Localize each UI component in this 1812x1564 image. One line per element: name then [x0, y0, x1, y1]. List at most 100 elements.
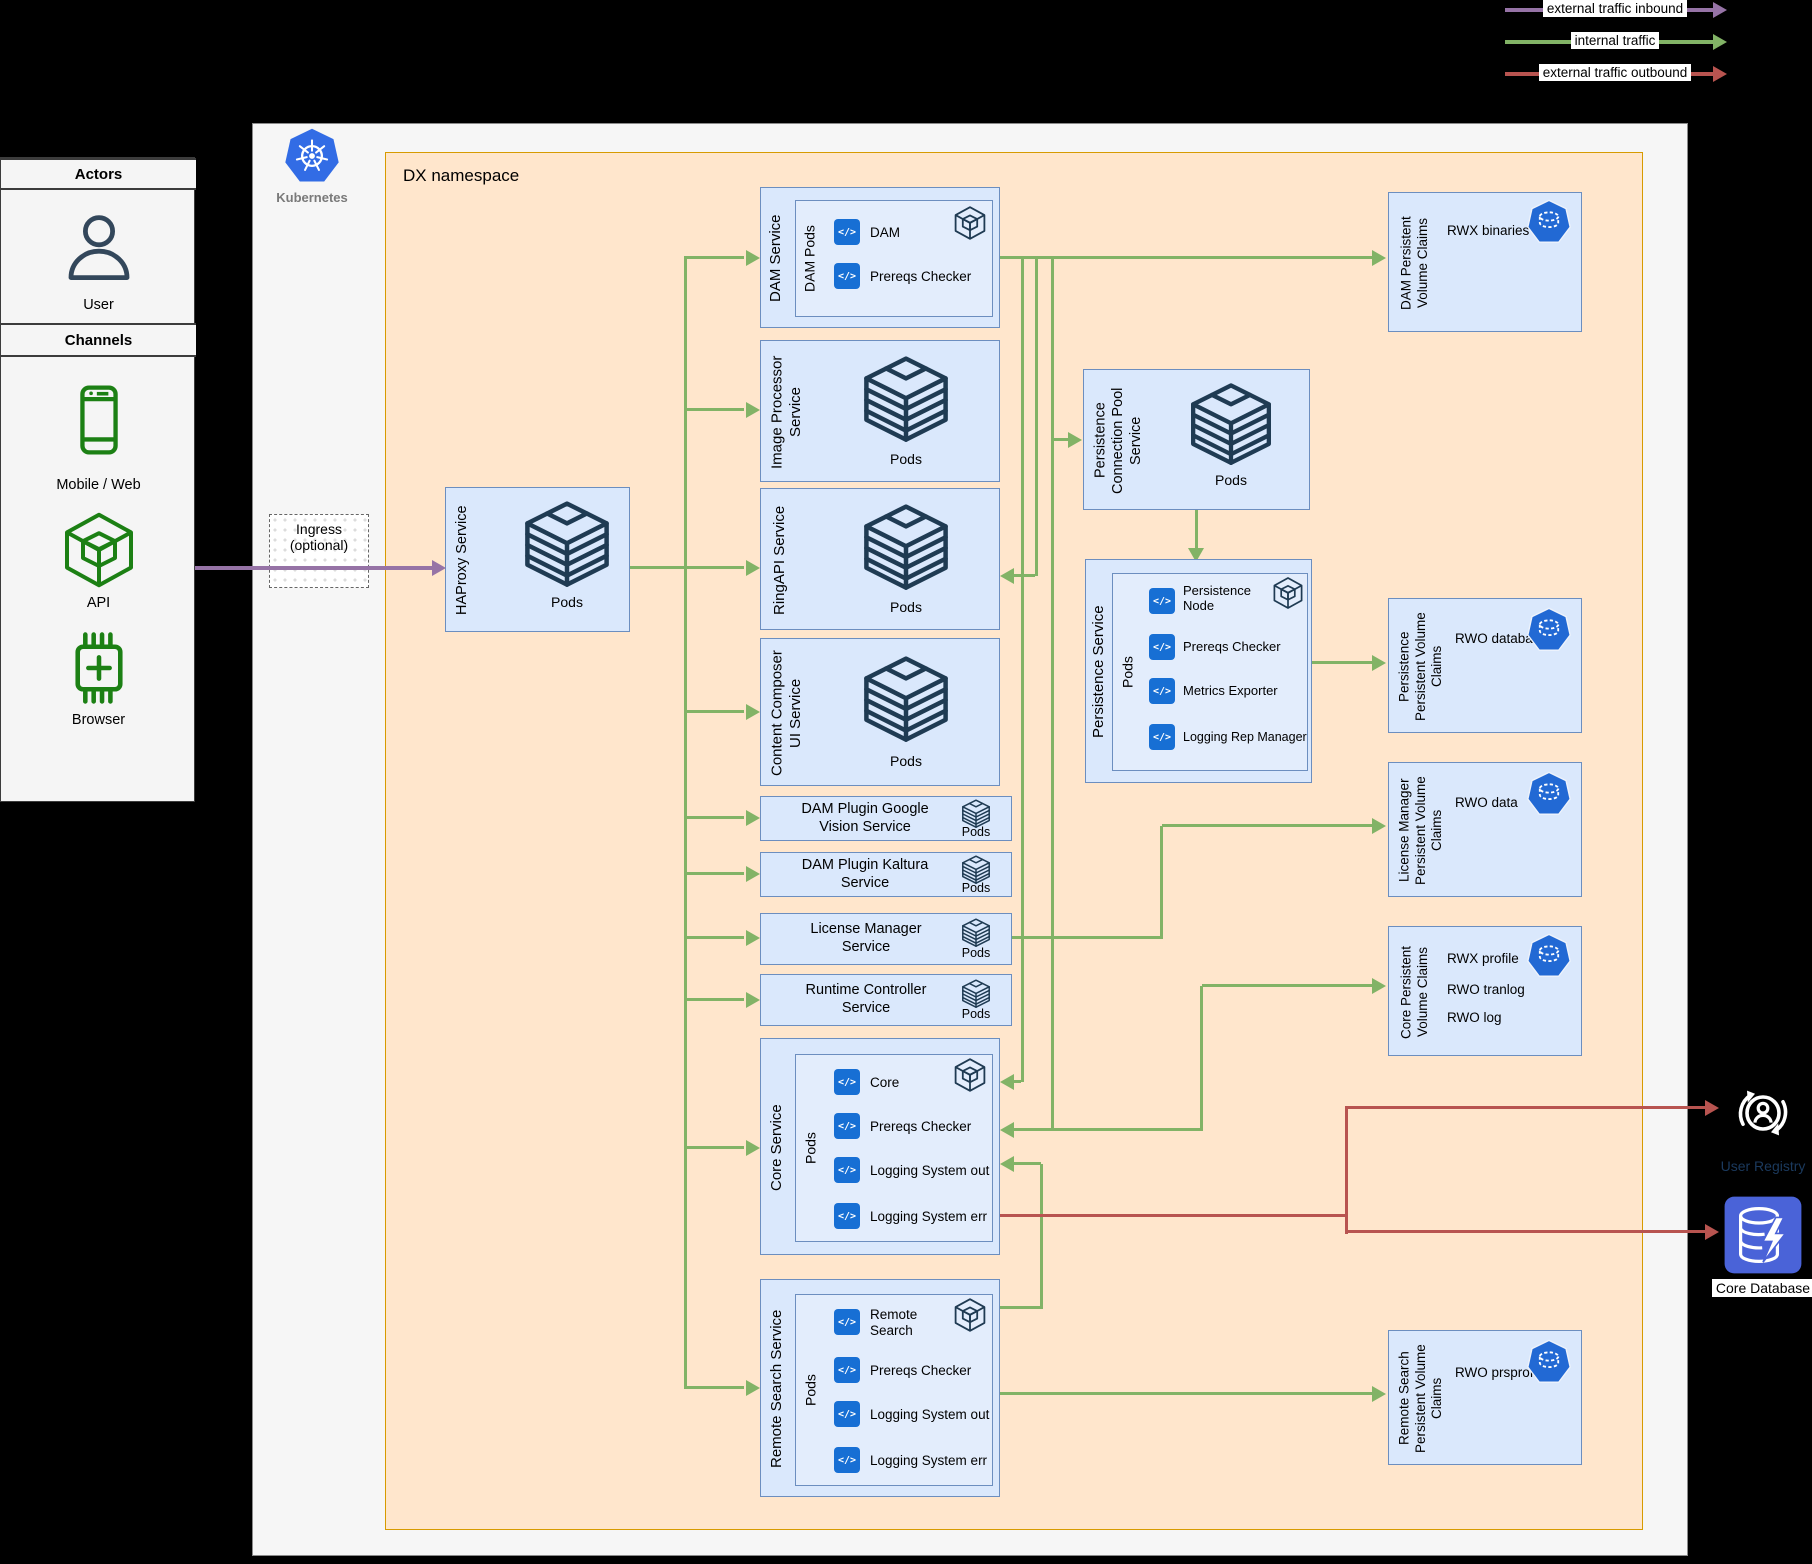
pods-label: Pods [961, 1007, 991, 1021]
channels-header: Channels [1, 323, 196, 357]
prereqs-pod-label: Prereqs Checker [870, 1363, 972, 1378]
pods-label: Pods [1215, 472, 1247, 488]
connector-to-userregistry [1345, 1106, 1707, 1109]
connector-branch-googlevision [684, 816, 744, 819]
ingress-label-line1: Ingress [296, 521, 342, 537]
connector-rs-up [1040, 1164, 1043, 1309]
arrow-core-pvc-icon [1372, 978, 1386, 994]
connector-core-outbound [1000, 1214, 1348, 1217]
runtime-controller-service-box: Runtime Controller Service Pods [760, 974, 1012, 1026]
kubernetes-logo-icon [284, 127, 340, 183]
connector-lm-out [1012, 936, 1162, 939]
pods-cube-icon [962, 918, 990, 947]
code-icon: </> [834, 1203, 860, 1229]
ingress-box: Ingress (optional) [269, 514, 369, 588]
dam-plugin-google-vision-box: DAM Plugin Google Vision Service Pods [760, 796, 1012, 841]
core-database-icon [1723, 1195, 1803, 1275]
connector-branch-dam [684, 256, 744, 259]
arrow-core-in3-icon [1000, 1156, 1014, 1172]
cube-icon [954, 206, 986, 240]
pods-title: Pods [1119, 656, 1136, 688]
arrow-dam-icon [746, 250, 760, 266]
code-icon: </> [834, 219, 860, 245]
arrow-remotesearch-icon [746, 1380, 760, 1396]
connector-lm-to-pvc [1162, 824, 1374, 827]
connector-to-pool [1054, 438, 1070, 441]
connector-to-core-1 [1014, 1080, 1021, 1083]
connector-trunk [684, 256, 687, 1389]
core-service-title: Core Service [767, 1104, 785, 1191]
remote-search-pvc-title: Remote Search Persistent Volume Claims [1396, 1344, 1445, 1453]
plugin-kaltura-title: DAM Plugin Kaltura Service [801, 857, 929, 892]
arrow-coredb-icon [1705, 1224, 1719, 1240]
persistence-pool-box: Persistence Connection Pool Service Pods [1083, 369, 1310, 510]
arrow-googlevision-icon [746, 810, 760, 826]
arrow-userregistry-icon [1705, 1100, 1719, 1116]
claim-label: RWX binaries [1447, 223, 1530, 238]
code-icon: </> [834, 1357, 860, 1383]
arrow-runtime-icon [746, 992, 760, 1008]
code-icon: </> [1149, 678, 1175, 704]
connector-branch-composer [684, 710, 744, 713]
connector-inbound-ingress [195, 566, 433, 570]
legend-label-outbound: external traffic outbound [1505, 64, 1725, 82]
arrow-core-in2-icon [1000, 1122, 1014, 1138]
connector-dam-to-pvc [1000, 256, 1376, 259]
code-icon: </> [834, 1401, 860, 1427]
user-registry-icon [1723, 1073, 1803, 1153]
user-icon [59, 206, 139, 290]
core-pvc-box: Core Persistent Volume Claims RWX profil… [1388, 926, 1582, 1056]
license-manager-pvc-box: License Manager Persistent Volume Claims… [1388, 762, 1582, 897]
code-icon: </> [834, 1157, 860, 1183]
connector-rs-to-core [1012, 1162, 1041, 1165]
persistence-pool-title: Persistence Connection Pool Service [1092, 387, 1144, 494]
core-pvc-title: Core Persistent Volume Claims [1398, 945, 1430, 1039]
persistent-volume-icon [1526, 1339, 1572, 1384]
legend-arrow-internal-icon [1713, 34, 1727, 50]
core-service-box: Core Service Pods </> Core </> Prereqs C… [760, 1038, 1000, 1255]
pods-cube-icon [962, 979, 990, 1008]
connector-to-coredb [1345, 1230, 1707, 1233]
dam-pods-box: DAM Pods </> DAM </> Prereqs Checker [795, 200, 993, 317]
legend-label-internal: internal traffic [1505, 32, 1725, 50]
mobile-web-label: Mobile / Web [56, 477, 141, 493]
prereqs-pod-label: Prereqs Checker [870, 269, 972, 284]
arrow-persistence-icon [1188, 548, 1204, 562]
connector-branch-licensemgr [684, 936, 744, 939]
claim-label: RWO log [1447, 1010, 1502, 1025]
claim-label: RWO data [1455, 795, 1518, 810]
persistence-pods-box: Pods </> Persistence Node </> Prereqs Ch… [1112, 573, 1308, 771]
dam-pvc-title: DAM Persistent Volume Claims [1398, 216, 1430, 310]
connector-branch-ringapi [684, 566, 744, 569]
ingress-label-line2: (optional) [289, 537, 349, 553]
persistent-volume-icon [1526, 933, 1572, 978]
remote-search-title: Remote Search Service [767, 1309, 785, 1469]
persistent-volume-icon [1526, 607, 1572, 652]
ringapi-title: RingAPI Service [770, 505, 788, 615]
connector-lm-up [1160, 826, 1163, 939]
browser-label: Browser [71, 712, 126, 728]
arrow-composer-icon [746, 704, 760, 720]
license-manager-service-box: License Manager Service Pods [760, 913, 1012, 965]
persistent-volume-icon [1526, 771, 1572, 816]
connector-pool-to-persistence [1195, 510, 1198, 550]
legend-arrow-outbound-icon [1713, 66, 1727, 82]
logging-err-pod-label: Logging System err [870, 1453, 988, 1468]
connector-branch-core [684, 1146, 744, 1149]
claim-label: RWX profile [1447, 951, 1519, 966]
arrow-licensemgr-icon [746, 930, 760, 946]
pods-title: Pods [802, 1132, 819, 1164]
claim-label: RWO tranlog [1447, 982, 1525, 997]
connector-to-ringapi-back [1014, 574, 1035, 577]
remote-search-service-box: Remote Search Service Pods </> Remote Se… [760, 1279, 1000, 1497]
connector-haproxy-out [630, 566, 686, 569]
haproxy-title: HAProxy Service [454, 505, 471, 616]
pods-label: Pods [890, 753, 922, 769]
connector-branch-remotesearch [684, 1386, 744, 1389]
arrow-dam-pvc-icon [1372, 250, 1386, 266]
arrow-ringapi-icon [746, 560, 760, 576]
dam-pods-title: DAM Pods [801, 225, 818, 292]
arrow-lm-pvc-icon [1372, 818, 1386, 834]
pods-cube-icon [861, 355, 951, 445]
